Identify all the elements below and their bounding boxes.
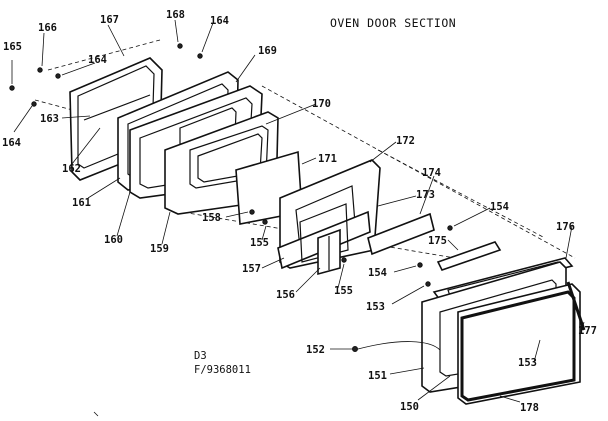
screws xyxy=(9,43,453,352)
label-177: 177 xyxy=(578,325,597,337)
part-labels: 165 166 167 168 164 164 164 169 163 162 … xyxy=(2,9,597,414)
label-167: 167 xyxy=(100,14,119,26)
label-164-c: 164 xyxy=(2,137,21,149)
drawing-code-line1: D3 xyxy=(194,350,207,362)
label-156: 156 xyxy=(276,289,295,301)
part-175-trim-strip xyxy=(436,241,502,271)
label-166: 166 xyxy=(38,22,57,34)
leader-lines xyxy=(11,19,585,403)
label-155-b: 155 xyxy=(334,285,353,297)
label-170: 170 xyxy=(312,98,331,110)
label-153-b: 153 xyxy=(518,357,537,369)
diagram-title: OVEN DOOR SECTION xyxy=(330,16,456,30)
label-165: 165 xyxy=(3,41,22,53)
assembly-line-bottom xyxy=(169,209,456,259)
label-151: 151 xyxy=(368,370,387,382)
label-176: 176 xyxy=(556,221,575,233)
assembly-line-top xyxy=(261,85,576,259)
label-158: 158 xyxy=(202,212,221,224)
label-174: 174 xyxy=(422,167,441,179)
screw-154b xyxy=(417,262,423,268)
assembly-line-screws xyxy=(47,39,161,71)
label-168: 168 xyxy=(166,9,185,21)
assembly-line-middle xyxy=(377,149,546,239)
screw-164c xyxy=(31,101,37,107)
label-164-a: 164 xyxy=(88,54,107,66)
screw-165 xyxy=(9,85,15,91)
part-174-small-glass xyxy=(367,212,435,256)
part-177-side-rod xyxy=(566,281,586,331)
label-157: 157 xyxy=(242,263,261,275)
label-160: 160 xyxy=(104,234,123,246)
screw-158 xyxy=(249,209,255,215)
label-164-b: 164 xyxy=(210,15,229,27)
label-161: 161 xyxy=(72,197,91,209)
label-152: 152 xyxy=(306,344,325,356)
screw-168 xyxy=(177,43,183,49)
label-154-a: 154 xyxy=(490,201,509,213)
label-150: 150 xyxy=(400,401,419,413)
screw-155a xyxy=(262,219,268,225)
label-154-b: 154 xyxy=(368,267,387,279)
screw-164b xyxy=(197,53,203,59)
drawing-code-line2: F/9368011 xyxy=(194,364,251,376)
screw-153a xyxy=(425,281,431,287)
label-155-a: 155 xyxy=(250,237,269,249)
part-178-front-frame xyxy=(457,283,581,405)
label-163: 163 xyxy=(40,113,59,125)
label-173: 173 xyxy=(416,189,435,201)
label-175: 175 xyxy=(428,235,447,247)
screw-166 xyxy=(37,67,43,73)
screw-154a xyxy=(447,225,453,231)
label-169: 169 xyxy=(258,45,277,57)
stray-mark xyxy=(93,411,99,417)
label-162: 162 xyxy=(62,163,81,175)
label-178: 178 xyxy=(520,402,539,414)
label-153-a: 153 xyxy=(366,301,385,313)
label-172: 172 xyxy=(396,135,415,147)
part-156-bracket xyxy=(317,228,341,276)
label-171: 171 xyxy=(318,153,337,165)
screw-164a xyxy=(55,73,61,79)
screw-152 xyxy=(352,346,358,352)
label-159: 159 xyxy=(150,243,169,255)
screw-155b xyxy=(341,257,347,263)
